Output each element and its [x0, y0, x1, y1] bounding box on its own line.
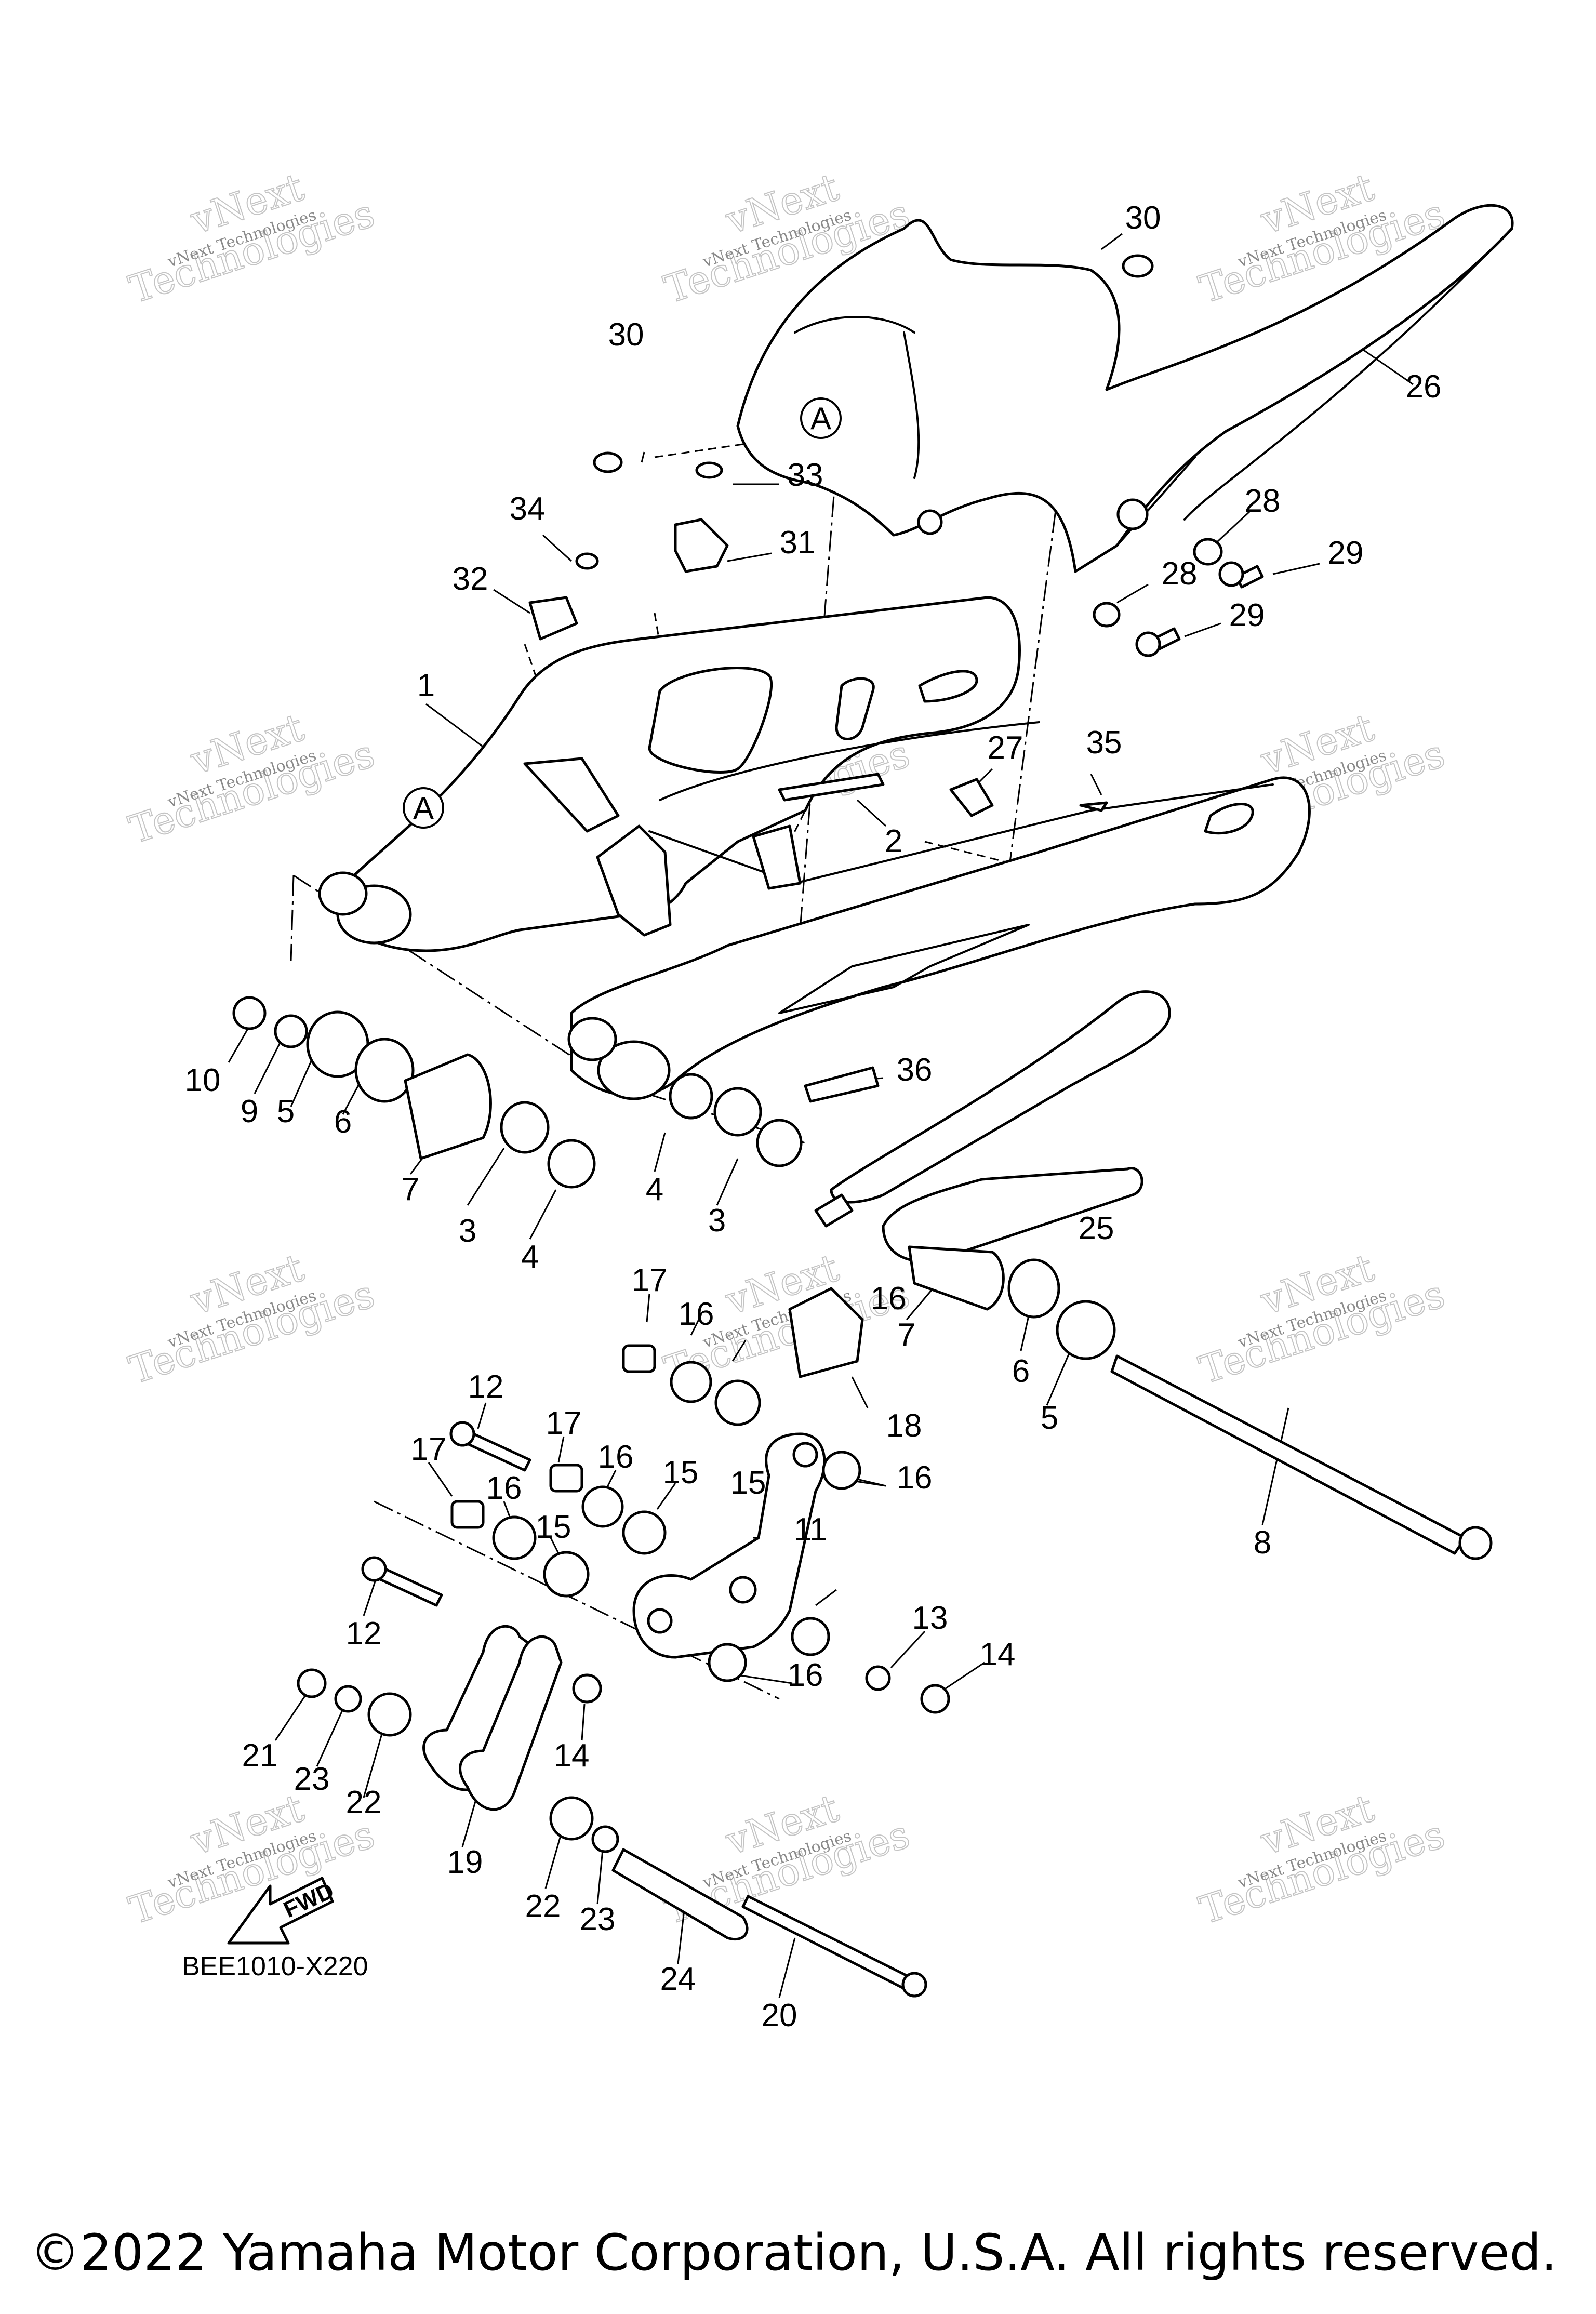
callout-33: 33	[788, 457, 823, 493]
callout-16: 16	[897, 1460, 933, 1496]
callout-2: 2	[885, 823, 902, 859]
callout-22: 22	[346, 1785, 382, 1820]
callout-25: 25	[1079, 1211, 1114, 1246]
callout-6: 6	[1012, 1353, 1030, 1389]
callout-28: 28	[1245, 483, 1281, 519]
callout-7: 7	[402, 1172, 419, 1207]
callout-10: 10	[185, 1062, 221, 1098]
reference-markers: A A	[403, 397, 842, 829]
callout-1: 1	[417, 668, 435, 703]
callout-32: 32	[453, 561, 488, 597]
callout-29: 29	[1328, 535, 1364, 571]
callout-6: 6	[334, 1104, 352, 1140]
callout-17: 17	[411, 1431, 447, 1467]
callout-35: 35	[1086, 725, 1122, 761]
reference-marker-a-top: A	[810, 401, 831, 436]
callout-7: 7	[898, 1317, 915, 1353]
callout-13: 13	[912, 1600, 948, 1636]
callout-21: 21	[242, 1738, 278, 1774]
callout-16: 16	[679, 1296, 714, 1332]
callout-31: 31	[780, 525, 816, 561]
callout-12: 12	[346, 1616, 382, 1652]
callout-17: 17	[632, 1262, 668, 1298]
callout-19: 19	[447, 1844, 483, 1880]
callout-24: 24	[660, 1961, 696, 1997]
callout-8: 8	[1254, 1525, 1271, 1561]
callout-20: 20	[762, 1998, 797, 2033]
callout-3: 3	[459, 1213, 476, 1249]
callout-5: 5	[277, 1094, 295, 1129]
callout-27: 27	[988, 730, 1023, 766]
callout-14: 14	[554, 1738, 590, 1774]
callout-29: 29	[1229, 597, 1265, 633]
callout-34: 34	[510, 491, 546, 527]
callout-16: 16	[486, 1470, 522, 1506]
callout-36: 36	[897, 1052, 933, 1088]
diagram-code: BEE1010-X220	[182, 1951, 368, 1981]
callout-12: 12	[468, 1369, 504, 1405]
callout-18: 18	[886, 1408, 922, 1444]
callout-17: 17	[546, 1405, 582, 1441]
callout-14: 14	[980, 1637, 1016, 1672]
callout-30: 30	[1125, 200, 1161, 236]
callout-4: 4	[646, 1172, 663, 1207]
leader-lines	[228, 233, 1414, 1998]
callout-9: 9	[241, 1094, 258, 1129]
callout-16: 16	[788, 1657, 823, 1693]
callout-4: 4	[521, 1239, 539, 1275]
callout-5: 5	[1041, 1400, 1058, 1436]
callout-30: 30	[608, 317, 644, 353]
callout-3: 3	[708, 1203, 726, 1239]
reference-marker-a-bottom: A	[413, 791, 434, 826]
callout-15: 15	[536, 1509, 571, 1545]
callout-16: 16	[871, 1281, 907, 1316]
callout-15: 15	[663, 1455, 699, 1491]
callout-22: 22	[525, 1889, 561, 1924]
callout-11: 11	[794, 1512, 827, 1548]
callout-15: 15	[730, 1465, 766, 1501]
copyright-notice: ©2022 Yamaha Motor Corporation, U.S.A. A…	[30, 2224, 1557, 2282]
callout-23: 23	[294, 1761, 330, 1797]
callout-28: 28	[1162, 556, 1198, 592]
callout-26: 26	[1406, 369, 1442, 405]
callout-23: 23	[580, 1901, 616, 1937]
callout-16: 16	[598, 1439, 634, 1475]
swingarm-and-parts: FWD	[227, 204, 1514, 1998]
